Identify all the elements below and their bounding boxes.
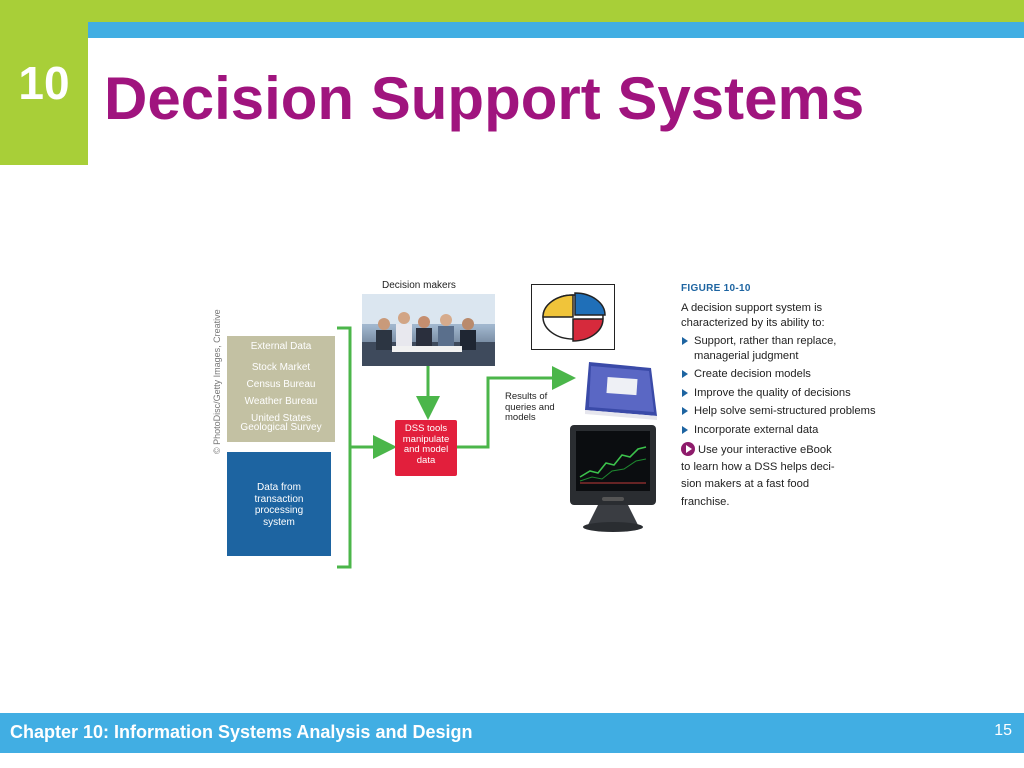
arrow-dss-to-results xyxy=(457,366,576,449)
footer-chapter-title: Chapter 10: Information Systems Analysis… xyxy=(10,722,473,742)
external-source-item: United States xyxy=(250,413,312,424)
notebook-icon xyxy=(581,358,661,422)
top-accent-bar xyxy=(0,0,1024,22)
capability-item: Create decision models xyxy=(681,367,881,382)
chapter-number: 10 xyxy=(18,57,70,109)
dss-tools-label: DSS tools manipulate and model data xyxy=(402,423,450,466)
input-bracket xyxy=(337,326,352,569)
external-source-item: Stock Market xyxy=(251,362,311,373)
bullet-icon xyxy=(682,388,688,397)
dss-figure: © PhotoDisc/Getty Images, Creative Exter… xyxy=(200,270,880,580)
figure-number: FIGURE 10-10 xyxy=(681,283,751,294)
capability-item: Improve the quality of decisions xyxy=(681,386,881,401)
transaction-data-label: Data from transaction processing system xyxy=(254,482,304,528)
capability-item: Help solve semi-structured problems xyxy=(681,404,881,419)
bullet-icon xyxy=(682,426,688,435)
bullet-icon xyxy=(682,370,688,379)
bullet-icon xyxy=(682,407,688,416)
transaction-data-box: Data from transaction processing system xyxy=(227,452,331,556)
dss-tools-box: DSS tools manipulate and model data xyxy=(395,420,457,476)
decision-makers-photo xyxy=(362,294,495,366)
capability-list: Support, rather than replace, managerial… xyxy=(681,334,881,437)
external-source-item: Census Bureau xyxy=(246,379,316,390)
caption-intro: A decision support system is characteriz… xyxy=(681,302,825,330)
slide-number: 15 xyxy=(994,722,1012,739)
capability-item: Support, rather than replace, managerial… xyxy=(681,334,881,363)
footer-bar: Chapter 10: Information Systems Analysis… xyxy=(0,713,1024,753)
bullet-icon xyxy=(682,337,688,346)
results-label: Results of queries and models xyxy=(505,391,555,424)
play-icon[interactable] xyxy=(681,441,695,456)
pie-chart-icon xyxy=(531,284,615,350)
ebook-note: Use your interactive eBook to learn how … xyxy=(681,441,835,508)
capability-item: Incorporate external data xyxy=(681,423,881,438)
top-blue-bar xyxy=(88,22,1024,38)
external-source-item: Weather Bureau xyxy=(244,396,318,407)
figure-caption: FIGURE 10-10 A decision support system i… xyxy=(681,283,881,511)
slide-title: Decision Support Systems xyxy=(104,65,865,132)
external-data-heading: External Data xyxy=(250,341,312,352)
external-source-item: Geological Survey xyxy=(240,422,322,433)
flow-arrows xyxy=(337,326,576,569)
computer-monitor-icon xyxy=(566,425,660,533)
decision-makers-label: Decision makers xyxy=(382,280,456,291)
external-data-box: External Data Stock Market Census Bureau… xyxy=(227,336,335,442)
chapter-number-block: 10 xyxy=(0,22,88,165)
